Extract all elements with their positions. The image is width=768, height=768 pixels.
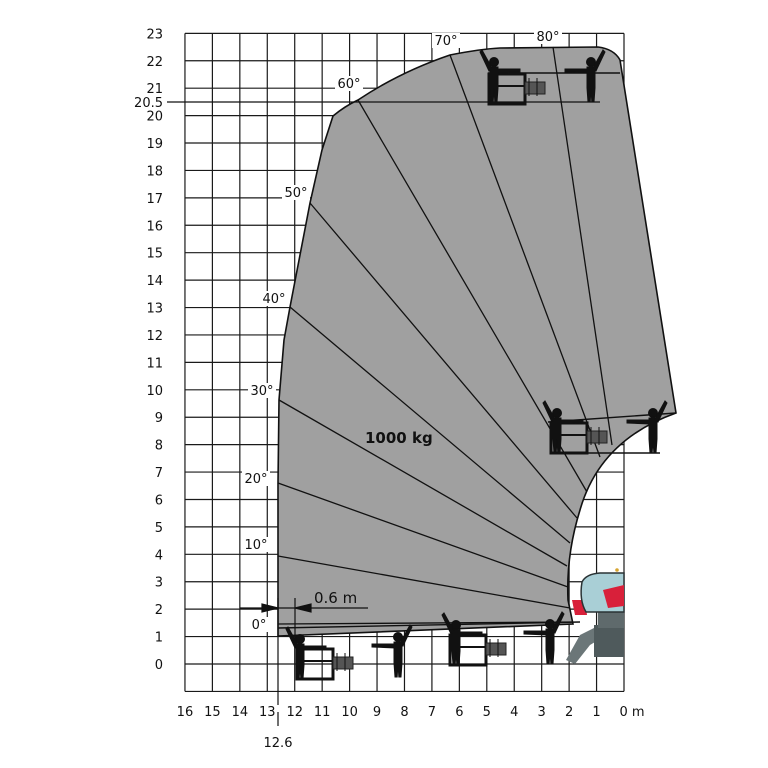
y-tick-label: 21 [146,82,163,97]
x-tick-label: 13 [259,705,276,720]
y-tick-label: 5 [155,521,163,536]
angle-line-60 [357,99,588,493]
dimension-label: 0.6 m [314,589,357,607]
x-tick-label: 0 m [619,705,644,720]
x-tick-label: 3 [538,705,546,720]
operator-icon [371,624,413,678]
operator-icon [626,400,668,454]
y-tick-label: 4 [155,548,163,563]
angle-label: 60° [337,77,360,92]
operator-icon [479,49,521,103]
angle-label: 80° [536,30,559,45]
y-tick-label: 16 [146,219,163,234]
angle-label: 40° [262,292,285,307]
telehandler-machine [566,568,625,664]
y-tick-label: 7 [155,466,163,481]
y-tick-label: 12 [146,329,163,344]
x-tick-label: 7 [428,705,436,720]
y-tick-label: 11 [146,356,163,371]
angle-line-30 [278,399,568,567]
y-tick-label: 14 [146,274,163,289]
angle-line-80 [552,46,613,446]
x-tick-12-6: 12.6 [264,736,293,751]
boom-angle-lines [277,46,613,625]
y-tick-label: 3 [155,576,163,591]
y-tick-label: 8 [155,439,163,454]
operator-figures [285,49,668,681]
basket-line-bottom [277,621,581,629]
operator-icon [542,400,584,454]
dimension-0-6m [240,598,368,705]
angle-label: 70° [434,34,457,49]
x-tick-label: 5 [483,705,491,720]
x-tick-label: 6 [455,705,463,720]
angle-label: 50° [284,186,307,201]
x-axis-labels: 16 15 14 13 12 11 10 9 8 7 6 5 4 3 2 1 0 m [177,705,645,720]
angle-label: 10° [244,538,267,553]
y-tick-label: 1 [155,631,163,646]
x-tick-label: 2 [565,705,573,720]
y-tick-label: 0 [155,658,163,673]
y-tick-label: 2 [155,603,163,618]
angle-label: 30° [250,384,273,399]
x-tick-label: 15 [204,705,221,720]
x-tick-label: 16 [177,705,194,720]
y-tick-label: 13 [146,302,163,317]
angle-line-20 [277,482,569,588]
x-tick-label: 14 [232,705,249,720]
operator-icon [564,49,606,103]
y-tick-label: 10 [146,384,163,399]
y-tick-label: 22 [146,55,163,70]
y-tick-label: 23 [146,27,163,42]
operator-icon [441,612,483,666]
operator-icon [285,626,327,680]
y-tick-label: 15 [146,247,163,262]
x-tick-label: 10 [341,705,358,720]
angle-label: 0° [252,618,267,633]
angle-line-70 [449,54,601,458]
y-tick-label: 17 [146,192,163,207]
operator-icon [523,611,565,665]
angle-labels: 0° 10° 20° 30° 40° 50° 60° 70° 80° [242,29,562,633]
x-tick-label: 9 [373,705,381,720]
y-tick-label: 20 [146,110,163,125]
angle-line-10 [277,555,571,609]
x-tick-label: 1 [592,705,600,720]
x-tick-label: 12 [286,705,303,720]
y-tick-label: 18 [146,164,163,179]
angle-label: 20° [244,472,267,487]
load-zone [277,46,677,637]
y-tick-label: 19 [146,137,163,152]
x-tick-label: 11 [314,705,331,720]
y-tick-label: 9 [155,411,163,426]
angle-line-40 [289,306,571,544]
angle-line-0 [277,621,574,625]
x-tick-label: 4 [510,705,518,720]
x-tick-label: 8 [400,705,408,720]
y-tick-20-5: 20.5 [134,96,163,111]
load-label: 1000 kg [365,429,433,447]
angle-line-50 [309,202,578,519]
y-tick-label: 6 [155,493,163,508]
